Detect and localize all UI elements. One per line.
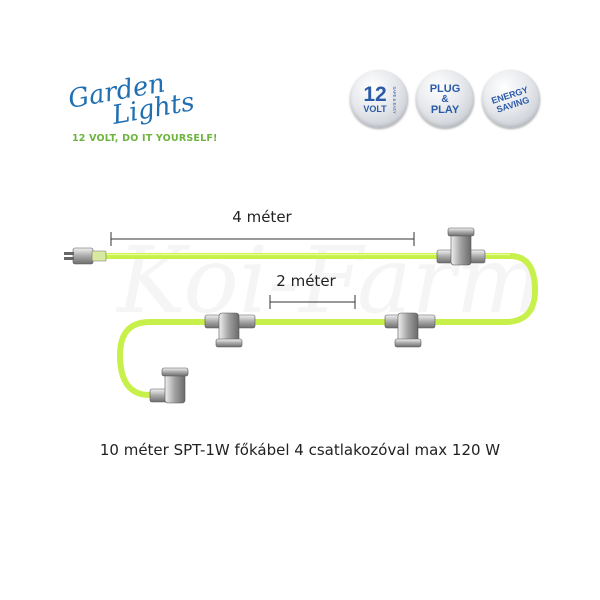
end-connector-icon	[149, 367, 189, 404]
energy-saving-badge-icon: ENERGY SAVING	[482, 70, 540, 128]
dimension-line-middle	[269, 295, 356, 309]
12-volt-badge-icon: 12 VOLT SAFE & EASY	[350, 70, 408, 128]
t-connector-icon	[204, 312, 256, 348]
plug-connector-icon	[64, 247, 107, 265]
badge-plug-line1: PLUG	[430, 83, 461, 95]
dimension-label-top: 4 méter	[232, 208, 292, 226]
product-caption: 10 méter SPT-1W főkábel 4 csatlakozóval …	[99, 441, 501, 459]
t-connector-icon	[384, 312, 436, 348]
main-cable	[97, 253, 539, 398]
garden-lights-logo: Garden Lights	[66, 68, 197, 131]
badge-plug-line3: PLAY	[431, 104, 460, 116]
brand-tagline: 12 VOLT, DO IT YOURSELF!	[72, 133, 218, 144]
badge-12-side: SAFE & EASY	[392, 86, 397, 113]
plug-and-play-badge-icon: PLUG & PLAY	[416, 70, 474, 128]
t-connector-icon	[436, 227, 486, 266]
badge-12-main: 12	[363, 83, 386, 106]
badge-plug-line2: &	[441, 94, 448, 105]
dimension-label-middle: 2 méter	[276, 272, 336, 290]
badge-12-sub: VOLT	[363, 104, 387, 114]
dimension-line-top	[110, 232, 415, 246]
